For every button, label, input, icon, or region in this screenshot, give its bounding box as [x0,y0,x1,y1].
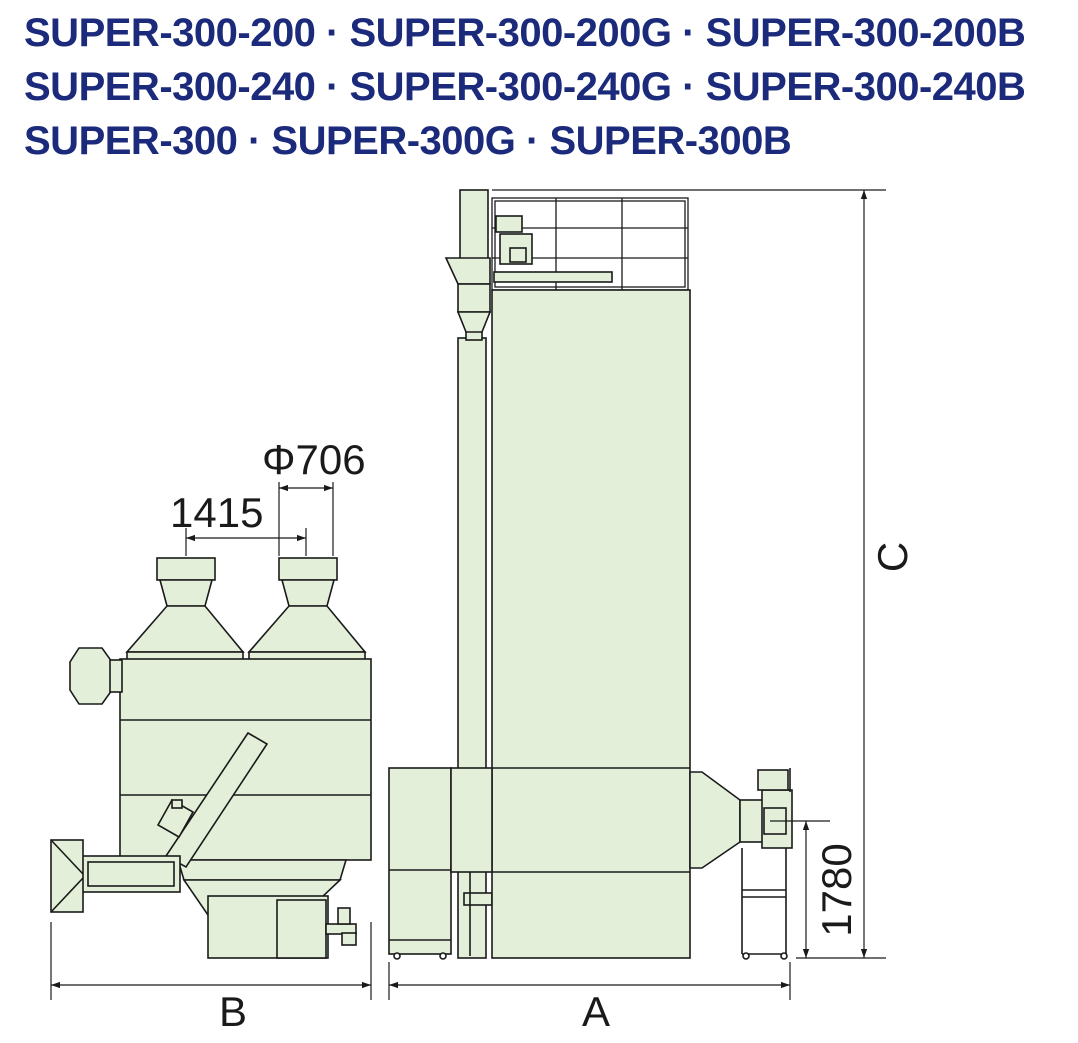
burner-nozzle [325,907,357,946]
width-a-label: A [582,988,610,1035]
burner-stand [741,848,788,960]
height-c-label: C [869,542,916,572]
side-view [50,557,372,959]
screw-inlet [50,839,84,913]
diagonal-conveyor [164,731,269,869]
motor [69,647,113,705]
spacing-label: 1415 [170,489,263,536]
model-list-line-2: SUPER-300-240 · SUPER-300-240G · SUPER-3… [24,65,1026,109]
width-b-label: B [219,988,247,1035]
top-distributor [493,215,613,283]
lower-hopper [176,859,348,959]
model-list-line-3: SUPER-300 · SUPER-300G · SUPER-300B [24,119,792,163]
diameter-label: Φ706 [262,436,366,483]
exhaust-duct-left [125,557,245,661]
front-view [388,189,793,960]
burner-blower [689,768,793,869]
model-list-line-1: SUPER-300-200 · SUPER-300-200G · SUPER-3… [24,11,1026,55]
horizontal-screw [81,855,181,893]
control-cabinet [388,767,493,960]
dimension-lines [50,189,886,1000]
inlet-height-label: 1780 [813,843,860,936]
conveyor-motor [156,798,195,839]
exhaust-duct-right [247,557,367,661]
dryer-tank [491,289,691,959]
